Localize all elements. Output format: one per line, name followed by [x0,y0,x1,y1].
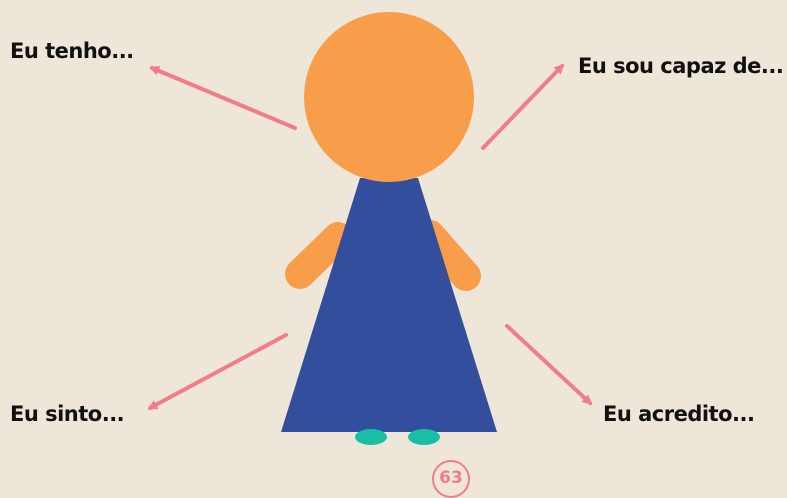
right-foot [408,429,440,445]
label-eu-tenho: Eu tenho... [10,39,134,63]
label-eu-sou-capaz-de: Eu sou capaz de... [578,54,784,78]
arrow-bottom-right [505,324,593,406]
label-eu-acredito: Eu acredito... [603,402,755,426]
left-foot [355,429,387,445]
left-arm [285,222,353,289]
arrow-top-right [481,63,565,150]
head [304,12,474,182]
page-number-badge: 63 [432,460,470,498]
arrow-top-left [149,66,297,130]
dress-body [281,178,497,432]
arrow-bottom-left [147,333,288,410]
label-eu-sinto: Eu sinto... [10,402,125,426]
